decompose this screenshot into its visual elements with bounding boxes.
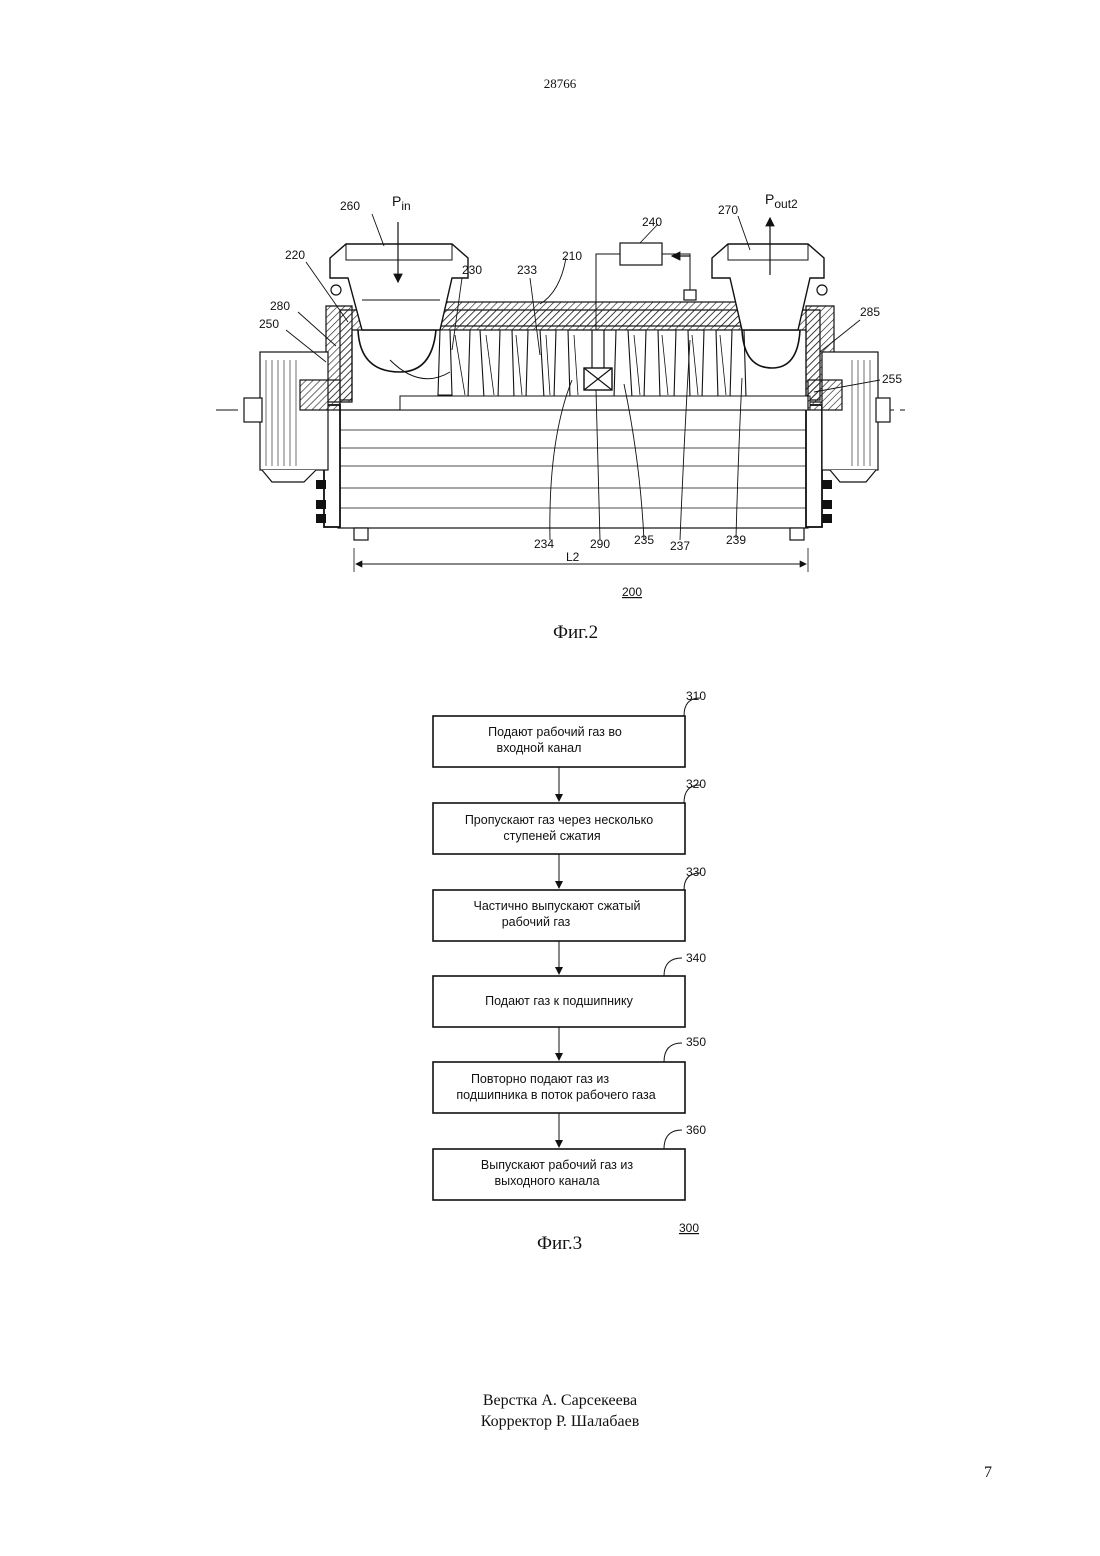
- step-ref-360: 360: [686, 1123, 706, 1137]
- credit-layout: Верстка А. Сарсекеева: [0, 1390, 1100, 1411]
- page-number: 7: [984, 1464, 992, 1482]
- step-text-360-line1: Выпускают рабочий газ из: [481, 1158, 633, 1172]
- label-235: 235: [634, 533, 654, 547]
- length-label: L2: [566, 550, 580, 564]
- label-234: 234: [534, 537, 554, 551]
- label-270: 270: [718, 203, 738, 217]
- figure2-ref: 200: [622, 585, 642, 599]
- label-240: 240: [642, 215, 662, 229]
- step-ref-320: 320: [686, 777, 706, 791]
- label-220: 220: [285, 248, 305, 262]
- label-290: 290: [590, 537, 610, 551]
- step-text-320-line2: ступеней сжатия: [503, 829, 600, 843]
- label-260: 260: [340, 199, 360, 213]
- figure3-ref: 300: [679, 1221, 699, 1235]
- step-ref-330: 330: [686, 865, 706, 879]
- flowchart: 310 320 330 340 350 360 Подают рабочий г…: [433, 689, 706, 1254]
- label-233: 233: [517, 263, 537, 277]
- label-250: 250: [259, 317, 279, 331]
- label-280: 280: [270, 299, 290, 313]
- step-text-340-line1: Подают газ к подшипнику: [485, 994, 633, 1008]
- credit-corrector: Корректор Р. Шалабаев: [0, 1411, 1100, 1432]
- step-text-320-line1: Пропускают газ через несколько: [465, 813, 653, 827]
- pressure-in-label: Pin: [392, 193, 411, 213]
- step-text-360-line2: выходного канала: [494, 1174, 599, 1188]
- label-285: 285: [860, 305, 880, 319]
- pressure-out-label: Pout2: [765, 191, 798, 211]
- step-text-310-line1: Подают рабочий газ во: [488, 725, 622, 739]
- label-239: 239: [726, 533, 746, 547]
- credits: Верстка А. Сарсекеева Корректор Р. Шалаб…: [0, 1390, 1100, 1432]
- step-ref-310: 310: [686, 689, 706, 703]
- label-237: 237: [670, 539, 690, 553]
- label-210: 210: [562, 249, 582, 263]
- step-ref-340: 340: [686, 951, 706, 965]
- step-text-310-line2: входной канал: [497, 741, 582, 755]
- step-ref-350: 350: [686, 1035, 706, 1049]
- label-230: 230: [462, 263, 482, 277]
- step-text-330-line2: рабочий газ: [502, 915, 571, 929]
- label-255: 255: [882, 372, 902, 386]
- step-text-330-line1: Частично выпускают сжатый: [474, 899, 641, 913]
- step-text-350-line2: подшипника в поток рабочего газа: [456, 1088, 655, 1102]
- figure2-caption: Фиг.2: [553, 622, 598, 643]
- step-text-350-line1: Повторно подают газ из: [471, 1072, 609, 1086]
- figure3-caption: Фиг.3: [537, 1233, 582, 1254]
- compressor-drawing: [216, 214, 905, 572]
